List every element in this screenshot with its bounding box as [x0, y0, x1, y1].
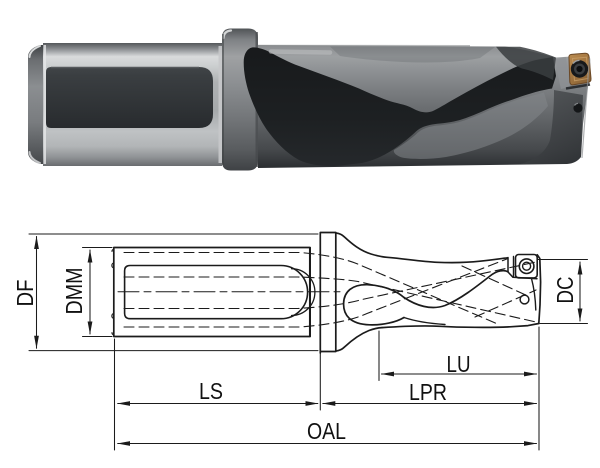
drawing-shank-corner-nubs: [111, 248, 115, 336]
hidden-line-upper-outer: [123, 251, 501, 326]
photo-tip-edge-highlight: [581, 57, 591, 159]
drawing-coolant-hole: [519, 294, 530, 305]
drawing-insert-outline: [514, 253, 539, 279]
photo-flute-sheen: [393, 92, 548, 159]
drawing-insert-screw-inner: [521, 261, 532, 271]
label-ls: LS: [199, 378, 223, 404]
photo-insert-pocket: [556, 57, 570, 89]
drawing-hidden-lines: [123, 251, 537, 328]
photo-shank-collar-ring: [218, 46, 223, 163]
dimension-labels: DF DMM DC LU LS LPR OAL: [12, 268, 578, 445]
drawing-tip-cutting-edge: [530, 277, 537, 311]
drawing-insert-screw: [518, 258, 535, 275]
photo-insert-screw-socket: [576, 65, 583, 73]
drawing-neck-bottom-profile: [334, 326, 383, 352]
label-df: DF: [12, 280, 38, 307]
drawing-top-profile: [334, 232, 509, 264]
photo-shank-cap-seam: [43, 45, 46, 164]
photo-tip-dark: [520, 90, 583, 164]
drawing-insert: [507, 253, 539, 280]
drawing-shank-relief-nubs: [111, 262, 115, 319]
photo-coolant-hole-rim: [573, 102, 579, 106]
drawing-collar-outline: [319, 231, 337, 354]
photo-shank-endcap: [28, 45, 44, 164]
photo-endcap-highlight-bottom: [28, 151, 41, 164]
drawing-flute-s-curve: [403, 269, 509, 309]
hidden-line-tip-rising: [474, 289, 537, 318]
drawing-body: [334, 232, 542, 352]
product-photo: [28, 28, 592, 171]
label-oal: OAL: [307, 418, 346, 444]
drawing-collar: [309, 231, 337, 354]
hidden-line-lower-inner: [123, 261, 537, 310]
dimension-lines: [28, 233, 589, 451]
label-lu: LU: [447, 351, 471, 377]
hidden-line-tip-falling: [461, 265, 529, 297]
photo-flute-groove: [243, 47, 556, 167]
label-dc: DC: [552, 277, 578, 304]
photo-collar-crease-left: [222, 34, 224, 165]
dimension-drawing: DF DMM DC LU LS LPR OAL: [12, 231, 589, 451]
hidden-line-upper-inner: [123, 276, 537, 323]
drawing-shank-flat: [123, 264, 309, 320]
label-dmm: DMM: [61, 268, 87, 315]
label-lpr: LPR: [409, 379, 447, 405]
photo-coolant-hole: [573, 103, 583, 113]
photo-body-top-sheen: [268, 49, 333, 55]
photo-endcap-highlight-top: [28, 45, 41, 58]
photo-screw-highlight: [572, 59, 580, 64]
hidden-line-lower-outer: [123, 257, 509, 328]
drawing-bottom-profile: [381, 322, 540, 329]
drawing-tip-right-edge: [536, 253, 542, 325]
photo-land-shading: [330, 46, 495, 63]
photo-shank-flat: [46, 67, 213, 128]
drawing-flute-bottom-edge: [403, 316, 446, 326]
photo-insert-shadow: [565, 83, 591, 90]
drawing-flute-lobe: [342, 283, 405, 326]
photo-nose-face: [496, 46, 556, 80]
